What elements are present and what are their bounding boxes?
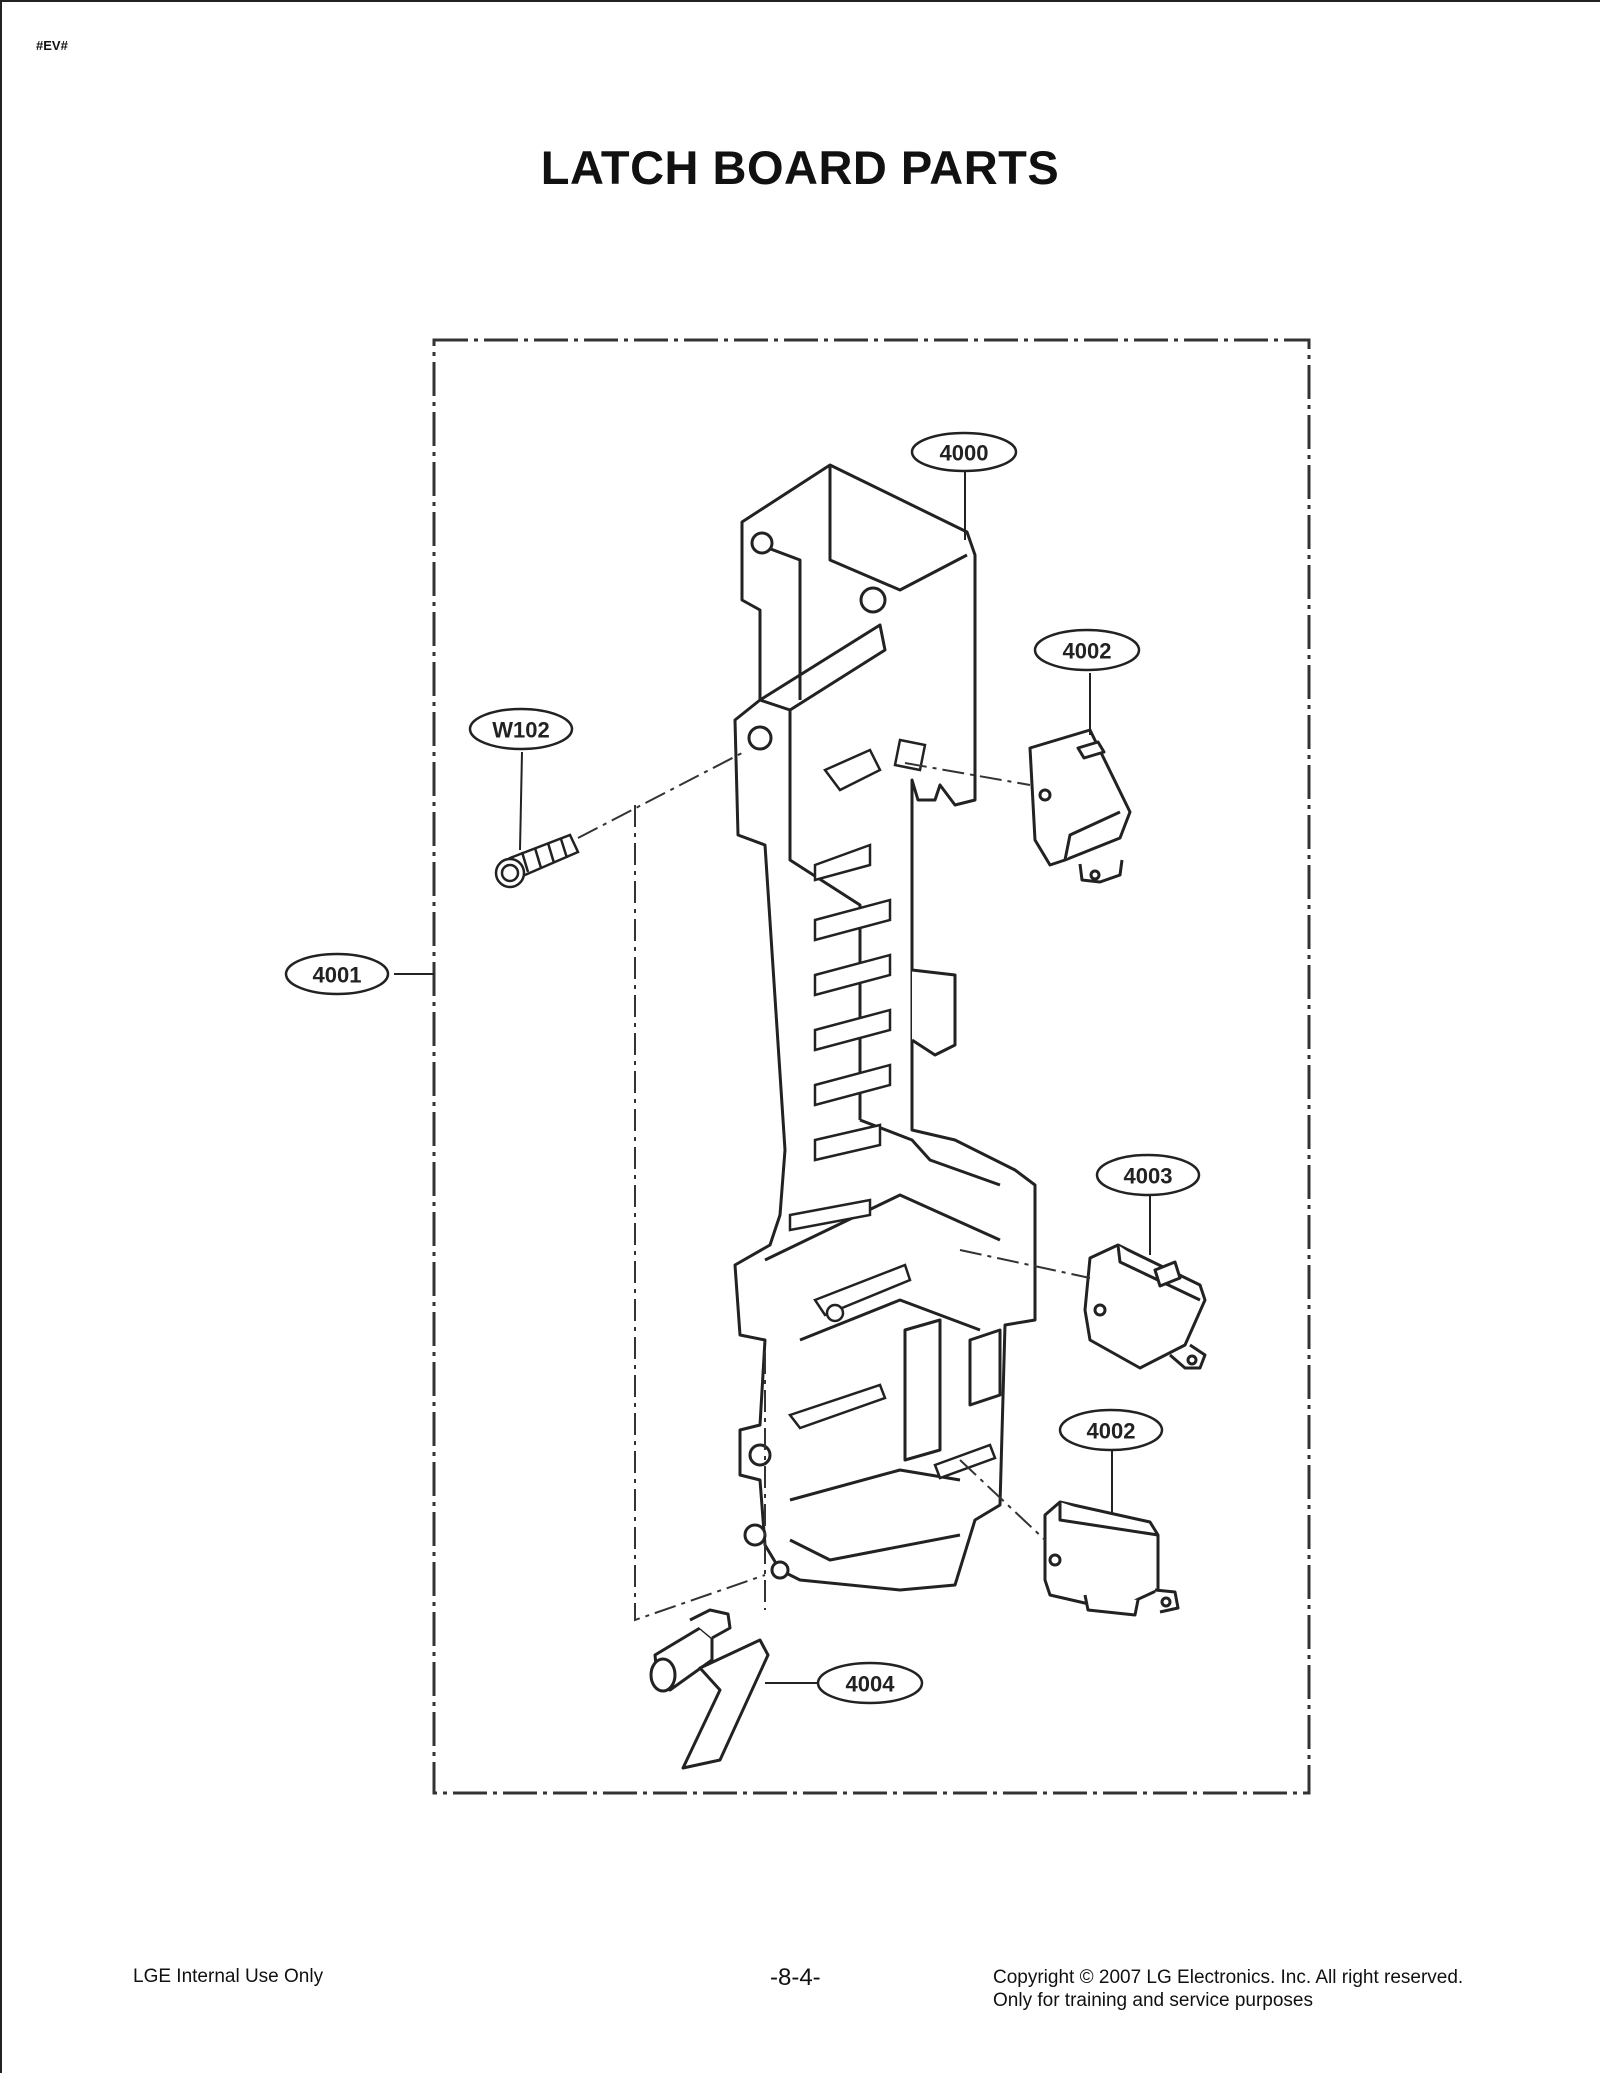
screw-w102 — [494, 833, 580, 889]
callout-4000: 4000 — [940, 441, 989, 466]
micro-switch-4002-bottom — [1043, 1500, 1180, 1617]
page-number: -8-4- — [770, 1964, 821, 1991]
latch-board-pins — [787, 738, 997, 1480]
page-border — [0, 0, 2, 2073]
callout-4000-bubble — [910, 431, 1018, 473]
assembly-frame — [432, 338, 1311, 1795]
callout-4002-bottom-bubble — [1058, 1408, 1164, 1452]
micro-switch-4003 — [1083, 1243, 1207, 1370]
document-mark: #EV# — [36, 38, 68, 53]
micro-switch-4002-top — [1028, 728, 1132, 884]
callout-4003-bubble — [1095, 1153, 1201, 1197]
callout-4003: 4003 — [1124, 1164, 1173, 1189]
callout-4004-bubble — [816, 1661, 924, 1705]
callout-w102: W102 — [492, 718, 549, 743]
callout-w102-bubble — [468, 707, 574, 751]
page-border-top — [0, 0, 1600, 2]
callout-4002-bottom: 4002 — [1087, 1419, 1136, 1444]
callout-4002-top-bubble — [1033, 628, 1141, 672]
callout-4001-bubble — [284, 952, 390, 996]
latch-board-slots — [788, 843, 892, 1232]
training-notice: Only for training and service purposes — [993, 1990, 1313, 2011]
footer-copyright: Copyright © 2007 LG Electronics. Inc. Al… — [993, 1966, 1463, 2012]
assembly-guide-lines — [577, 752, 1091, 1622]
footer-internal-use: LGE Internal Use Only — [133, 1966, 324, 1987]
callout-4002-top: 4002 — [1063, 639, 1112, 664]
callout-leader-lines — [394, 470, 1151, 1684]
latch-lever-4004 — [649, 1608, 770, 1770]
callout-4001: 4001 — [313, 963, 362, 988]
copyright-line: Copyright © 2007 LG Electronics. Inc. Al… — [993, 1967, 1464, 1988]
page-title: LATCH BOARD PARTS — [540, 141, 1060, 194]
callout-4004: 4004 — [846, 1672, 896, 1697]
